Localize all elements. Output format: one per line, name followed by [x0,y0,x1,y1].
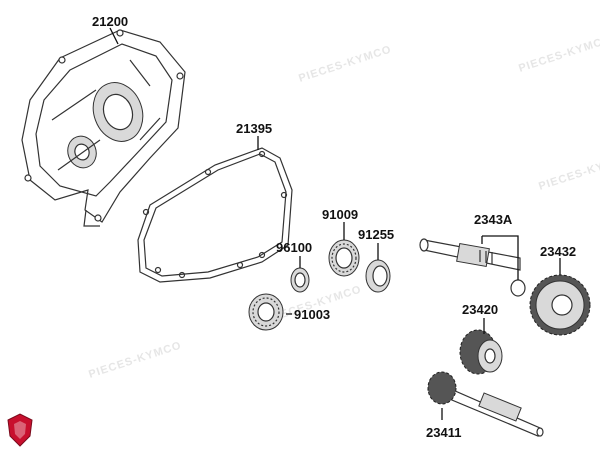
seal-91255-drawing [365,259,391,293]
countershaft-2343a-drawing [419,238,526,297]
driveshaft-23411-drawing [427,371,544,437]
part-label-23420: 23420 [462,302,498,317]
gear-23420-drawing [459,329,503,375]
part-label-21395: 21395 [236,121,272,136]
part-label-23411: 23411 [426,425,461,440]
watermark-text: PIECES-KYMCO [87,339,183,380]
part-label-91009: 91009 [322,207,358,222]
transmission-cover-drawing [21,29,186,227]
bearing-91003-drawing [248,293,284,331]
part-labels: 21200 21395 91009 96100 91255 91003 2343… [92,14,576,440]
leader-lines [109,27,561,420]
watermark-text: PIECES-KYMCO [517,33,600,74]
part-label-96100: 96100 [276,240,312,255]
brand-shield-icon [7,413,33,447]
gasket-drawing [137,147,293,283]
part-label-21200: 21200 [92,14,128,29]
watermark-text: PIECES-KYMCO [297,43,393,84]
part-label-2343a: 2343A [474,212,513,227]
bearing-91009-drawing [328,239,360,277]
ring-96100-drawing [290,267,310,293]
gear-23432-drawing [529,274,591,336]
part-label-23432: 23432 [540,244,576,259]
watermark-text: PIECES-KYMCO [537,151,600,192]
part-label-91003: 91003 [294,307,330,322]
part-label-91255: 91255 [358,227,394,242]
